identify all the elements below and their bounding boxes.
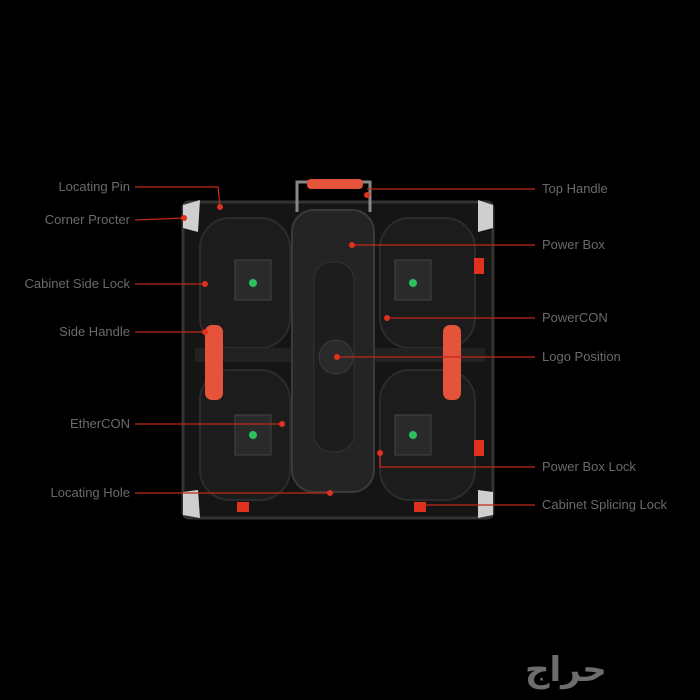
side-handle-left [205,325,223,400]
label-side-handle: Side Handle [59,324,130,339]
callout-dots [181,192,423,508]
label-ethercon: EtherCON [70,416,130,431]
label-locating-pin: Locating Pin [58,179,130,194]
label-powercon: PowerCON [542,310,608,325]
side-handle-right [443,325,461,400]
status-leds [249,279,417,439]
callout-lines [134,186,535,506]
label-power-box-lock: Power Box Lock [542,459,636,474]
corner-protectors [183,200,493,518]
label-locating-hole: Locating Hole [50,485,131,500]
label-corner-protector: Corner Procter [44,212,130,227]
label-top-handle: Top Handle [542,181,608,196]
label-logo-position: Logo Position [542,349,621,364]
label-cabinet-side-lock: Cabinet Side Lock [24,276,130,291]
haraj-watermark-logo: حراج [525,650,607,690]
label-power-box: Power Box [542,237,605,252]
top-handle-grip [307,179,363,189]
label-cabinet-splicing-lock: Cabinet Splicing Lock [542,497,668,512]
